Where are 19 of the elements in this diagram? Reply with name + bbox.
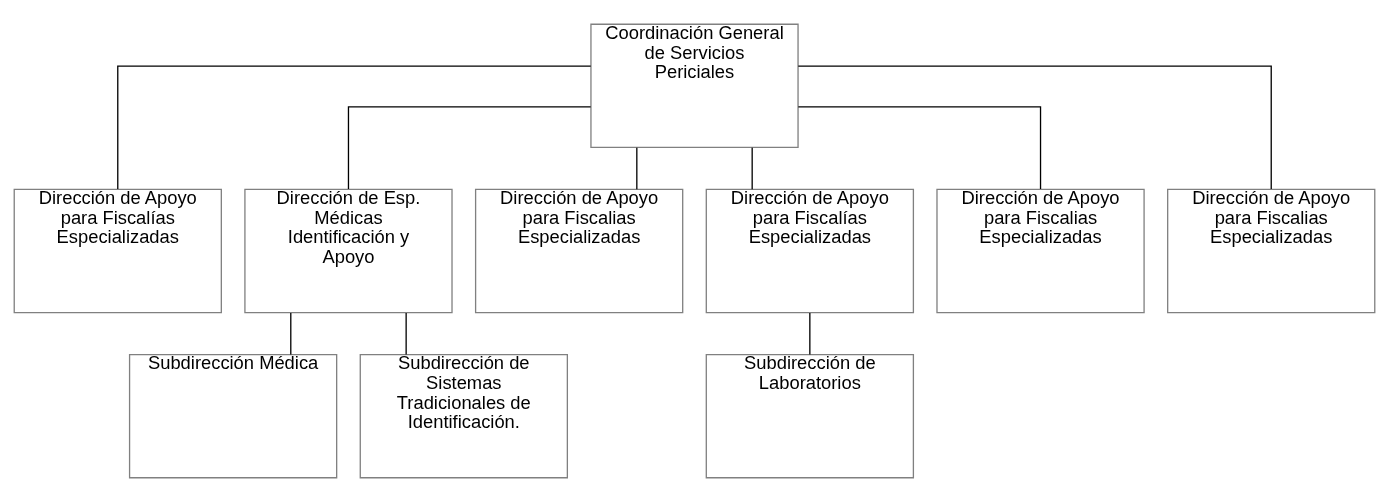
connector [117, 65, 592, 190]
connector [347, 106, 592, 190]
node-box: Subdirección de Laboratorios [705, 353, 915, 479]
node-box: Dirección de Apoyo para Fiscalías Especializadas [705, 188, 915, 314]
connector [809, 312, 811, 356]
node-box: Dirección de Esp. Médicas Identificación y Apoyo [244, 188, 453, 314]
node-box: Dirección de Apoyo para Fiscalias Especializadas [1167, 188, 1376, 314]
connector [751, 147, 753, 190]
node-box: Subdirección Médica [128, 353, 338, 479]
node-box: Coordinación General de Servicios Periciales [590, 23, 799, 149]
connector [797, 106, 1042, 190]
node-box: Subdirección de Sistemas Tradicionales de Identificación. [359, 353, 568, 479]
node-box: Dirección de Apoyo para Fiscalias Especializadas [474, 188, 684, 314]
connector [290, 312, 292, 356]
connector [636, 147, 638, 190]
connector [405, 312, 407, 356]
node-box: Dirección de Apoyo para Fiscalías Especializadas [13, 188, 222, 314]
node-box: Dirección de Apoyo para Fiscalias Especializadas [936, 188, 1145, 314]
connector [797, 65, 1272, 190]
